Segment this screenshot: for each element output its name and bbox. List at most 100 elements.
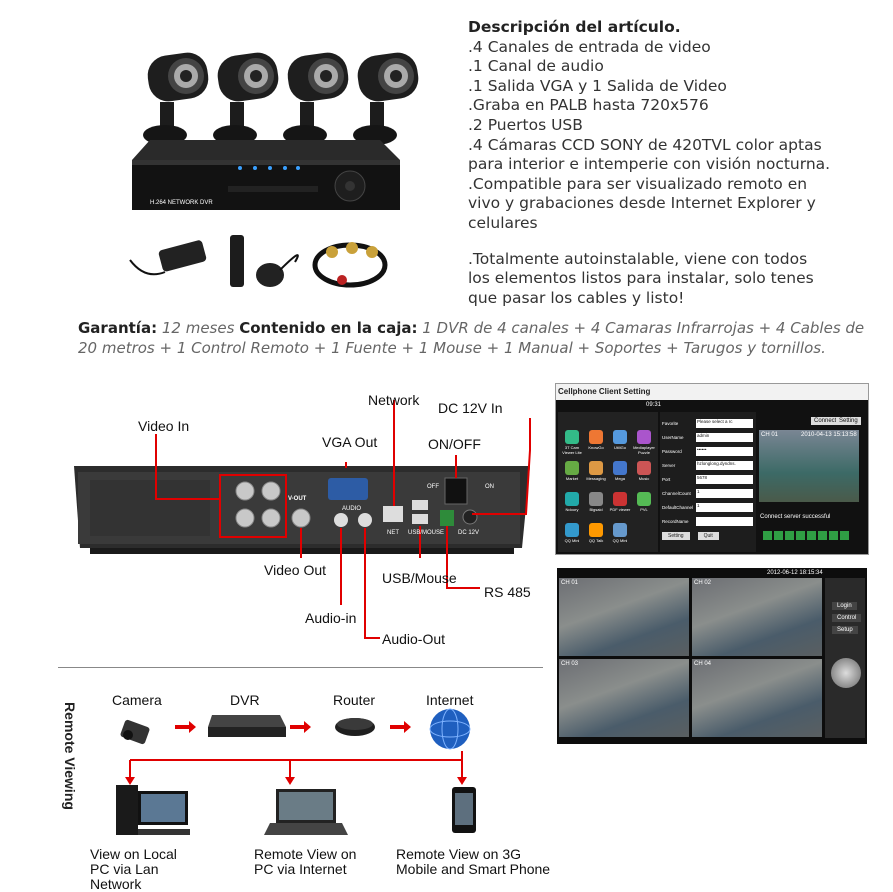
warranty-block: Garantía: 12 meses Contenido en la caja:…: [78, 318, 878, 358]
camera-view: [759, 430, 859, 502]
description-line: .1 Canal de audio: [468, 57, 604, 76]
ptz-control-icon[interactable]: [831, 658, 861, 688]
laptop-icon: [264, 789, 348, 835]
app-icon[interactable]: Mediaplayer Puzzle: [632, 428, 656, 458]
ptz-button[interactable]: [785, 531, 794, 540]
on-label: ON: [485, 484, 494, 490]
cam-time: 2010-04-13 15:13:58: [801, 432, 857, 438]
dvr-label: DVR: [230, 692, 260, 708]
desktop-pc-icon: [116, 785, 190, 835]
app-icon[interactable]: Market: [560, 459, 584, 489]
form-input[interactable]: 1: [696, 502, 753, 512]
form-button[interactable]: Setting: [662, 532, 690, 540]
box-contents-label: Contenido en la caja:: [239, 319, 418, 337]
ptz-button[interactable]: [796, 531, 805, 540]
bullet-camera: [283, 52, 349, 145]
app-icon[interactable]: Music: [632, 459, 656, 489]
form-label: ChannelCount: [662, 490, 691, 496]
description-title: Descripción del artículo.: [468, 18, 681, 36]
cam-label: CH 01: [761, 432, 779, 438]
router-icon: [335, 718, 375, 736]
status-text: Connect server successful: [760, 514, 831, 520]
form-input[interactable]: ••••••: [696, 446, 753, 456]
connect-button[interactable]: Connect: [811, 417, 840, 425]
form-row: RecordName: [662, 514, 756, 528]
app-label: PVL: [640, 507, 648, 512]
ptz-button[interactable]: [829, 531, 838, 540]
app-icon[interactable]: QQ Mini: [608, 521, 632, 551]
camera-icon: [120, 719, 150, 745]
app-icon[interactable]: QQ Mini: [560, 521, 584, 551]
ptz-button[interactable]: [840, 531, 849, 540]
app-label: QQ Mini: [564, 538, 580, 543]
ptz-button[interactable]: [818, 531, 827, 540]
dvr-icon: [132, 140, 400, 210]
ptz-button[interactable]: [807, 531, 816, 540]
app-icon[interactable]: PVL: [632, 490, 656, 520]
description-line: .2 Puertos USB: [468, 115, 583, 134]
app-icon[interactable]: 3T Cam Viewer Lite: [560, 428, 584, 458]
remote-diagram: [120, 708, 471, 785]
cellphone-title: Cellphone Client Setting: [558, 387, 651, 396]
menu-setup[interactable]: Setup: [832, 626, 858, 634]
ptz-button[interactable]: [763, 531, 772, 540]
app-icon[interactable]: UtiliGo: [608, 428, 632, 458]
cell-label: CH 02: [694, 580, 712, 586]
warranty-label: Garantía:: [78, 319, 158, 337]
view-internet-label: Remote View on PC via Internet: [254, 846, 357, 877]
vga-out-label: VGA Out: [322, 434, 378, 450]
video-out-label: Video Out: [264, 562, 327, 578]
form-input[interactable]: 1: [696, 488, 753, 498]
ptz-button[interactable]: [774, 531, 783, 540]
app-icon[interactable]: Messaging: [584, 459, 608, 489]
video-in-label: Video In: [138, 418, 190, 434]
camera-cell: [692, 659, 822, 737]
menu-control[interactable]: Control: [832, 614, 862, 622]
form-row: ChannelCount 1: [662, 486, 756, 500]
camera-cell: [559, 578, 689, 656]
on-off-label: ON/OFF: [428, 436, 481, 452]
app-icon[interactable]: KnowGo: [584, 428, 608, 458]
description-line: .4 Cámaras CCD SONY de 420TVL color apta…: [468, 135, 831, 174]
divider: [58, 667, 543, 668]
app-label: Mediaplayer Puzzle: [633, 445, 655, 455]
form-input[interactable]: admin: [696, 432, 753, 442]
cellphone-client-screenshot: Cellphone Client Setting 3T Cam Viewer L…: [555, 383, 869, 555]
view-lan-label: View on Local PC via Lan Network: [90, 846, 177, 892]
app-icon[interactable]: Mega: [608, 459, 632, 489]
network-label: Network: [368, 392, 420, 408]
camera-cell: [559, 659, 689, 737]
time-text: 09:31: [646, 402, 662, 408]
cell-label: CH 04: [694, 661, 712, 667]
product-photo: H.264 NETWORK DVR: [120, 40, 420, 300]
app-icon[interactable]: PDF viewer: [608, 490, 632, 520]
app-label: Mega: [614, 476, 625, 481]
rs485-label: RS 485: [484, 584, 531, 600]
screen-date: 2012-06-12 18:15:34: [767, 570, 823, 576]
off-label: OFF: [427, 484, 439, 490]
internet-globe-icon: [429, 708, 471, 750]
form-input[interactable]: hzlonglong.dyndns.: [696, 460, 753, 470]
cell-label: CH 01: [561, 580, 579, 586]
app-icon[interactable]: QQ Talk: [584, 521, 608, 551]
rear-panel-diagram: V-OUT AUDIO NET USB/MOUSE DC 12V OFF ON …: [60, 380, 550, 660]
app-label: Ndoory: [565, 507, 579, 512]
form-input[interactable]: [696, 516, 753, 526]
form-input[interactable]: 5678: [696, 474, 753, 484]
app-icon[interactable]: Ndoory: [560, 490, 584, 520]
camera-label: Camera: [112, 692, 162, 708]
accessories-icon: [129, 235, 388, 288]
internet-label: Internet: [426, 692, 474, 708]
app-icon[interactable]: Bigsaid: [584, 490, 608, 520]
form-label: Password: [662, 448, 682, 454]
app-label: QQ Talk: [588, 538, 604, 543]
form-input[interactable]: Please select a rc: [696, 418, 753, 428]
description-line: .Totalmente autoinstalable, viene con to…: [468, 249, 814, 307]
setting-button[interactable]: Setting: [836, 417, 861, 425]
menu-login[interactable]: Login: [832, 602, 857, 610]
app-label: 3T Cam Viewer Lite: [562, 445, 582, 455]
box-contents-value: 1 DVR de 4 canales + 4 Camaras Infrarroj…: [78, 319, 865, 357]
form-button[interactable]: Quit: [697, 532, 719, 540]
